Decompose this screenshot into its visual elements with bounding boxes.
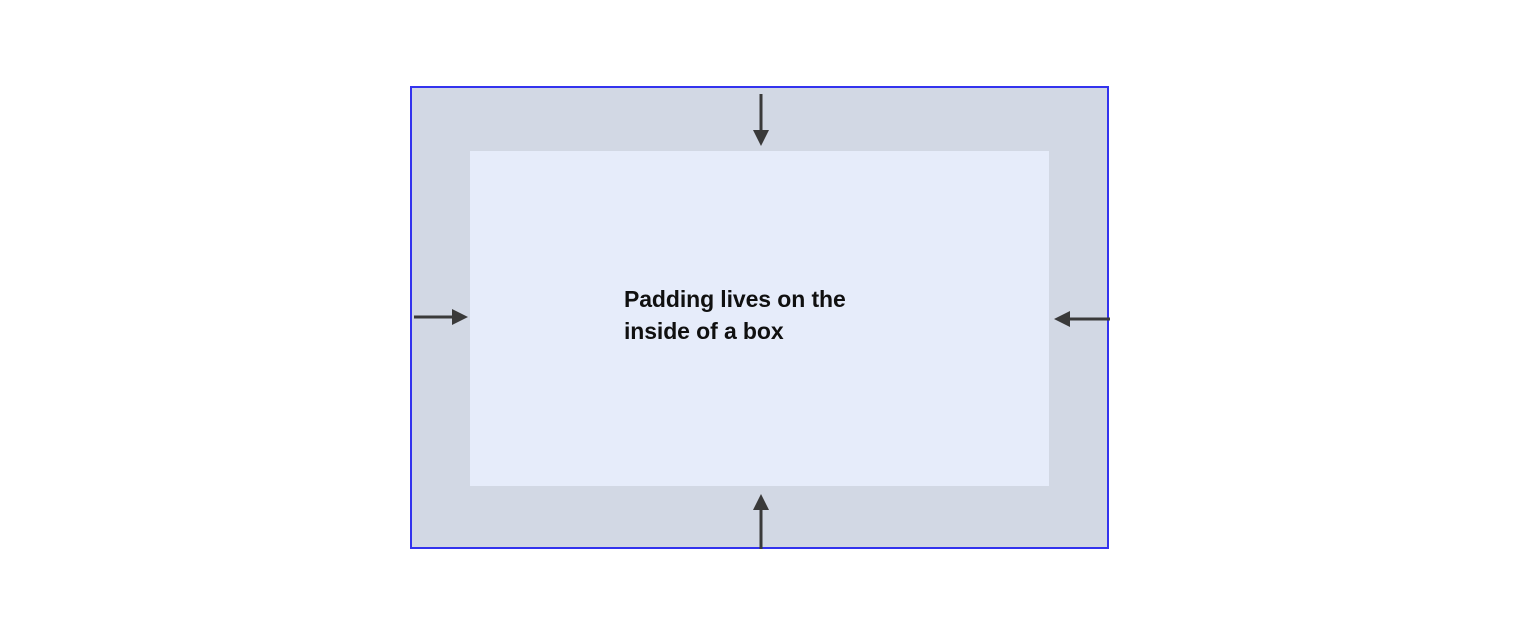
padding-arrow-bottom-icon [745, 494, 777, 549]
padding-arrow-top-icon [745, 94, 777, 146]
padding-caption: Padding lives on the inside of a box [624, 286, 846, 344]
content-box [470, 151, 1049, 486]
padding-arrow-right-icon [1054, 303, 1110, 335]
padding-arrow-left-icon [414, 301, 468, 333]
